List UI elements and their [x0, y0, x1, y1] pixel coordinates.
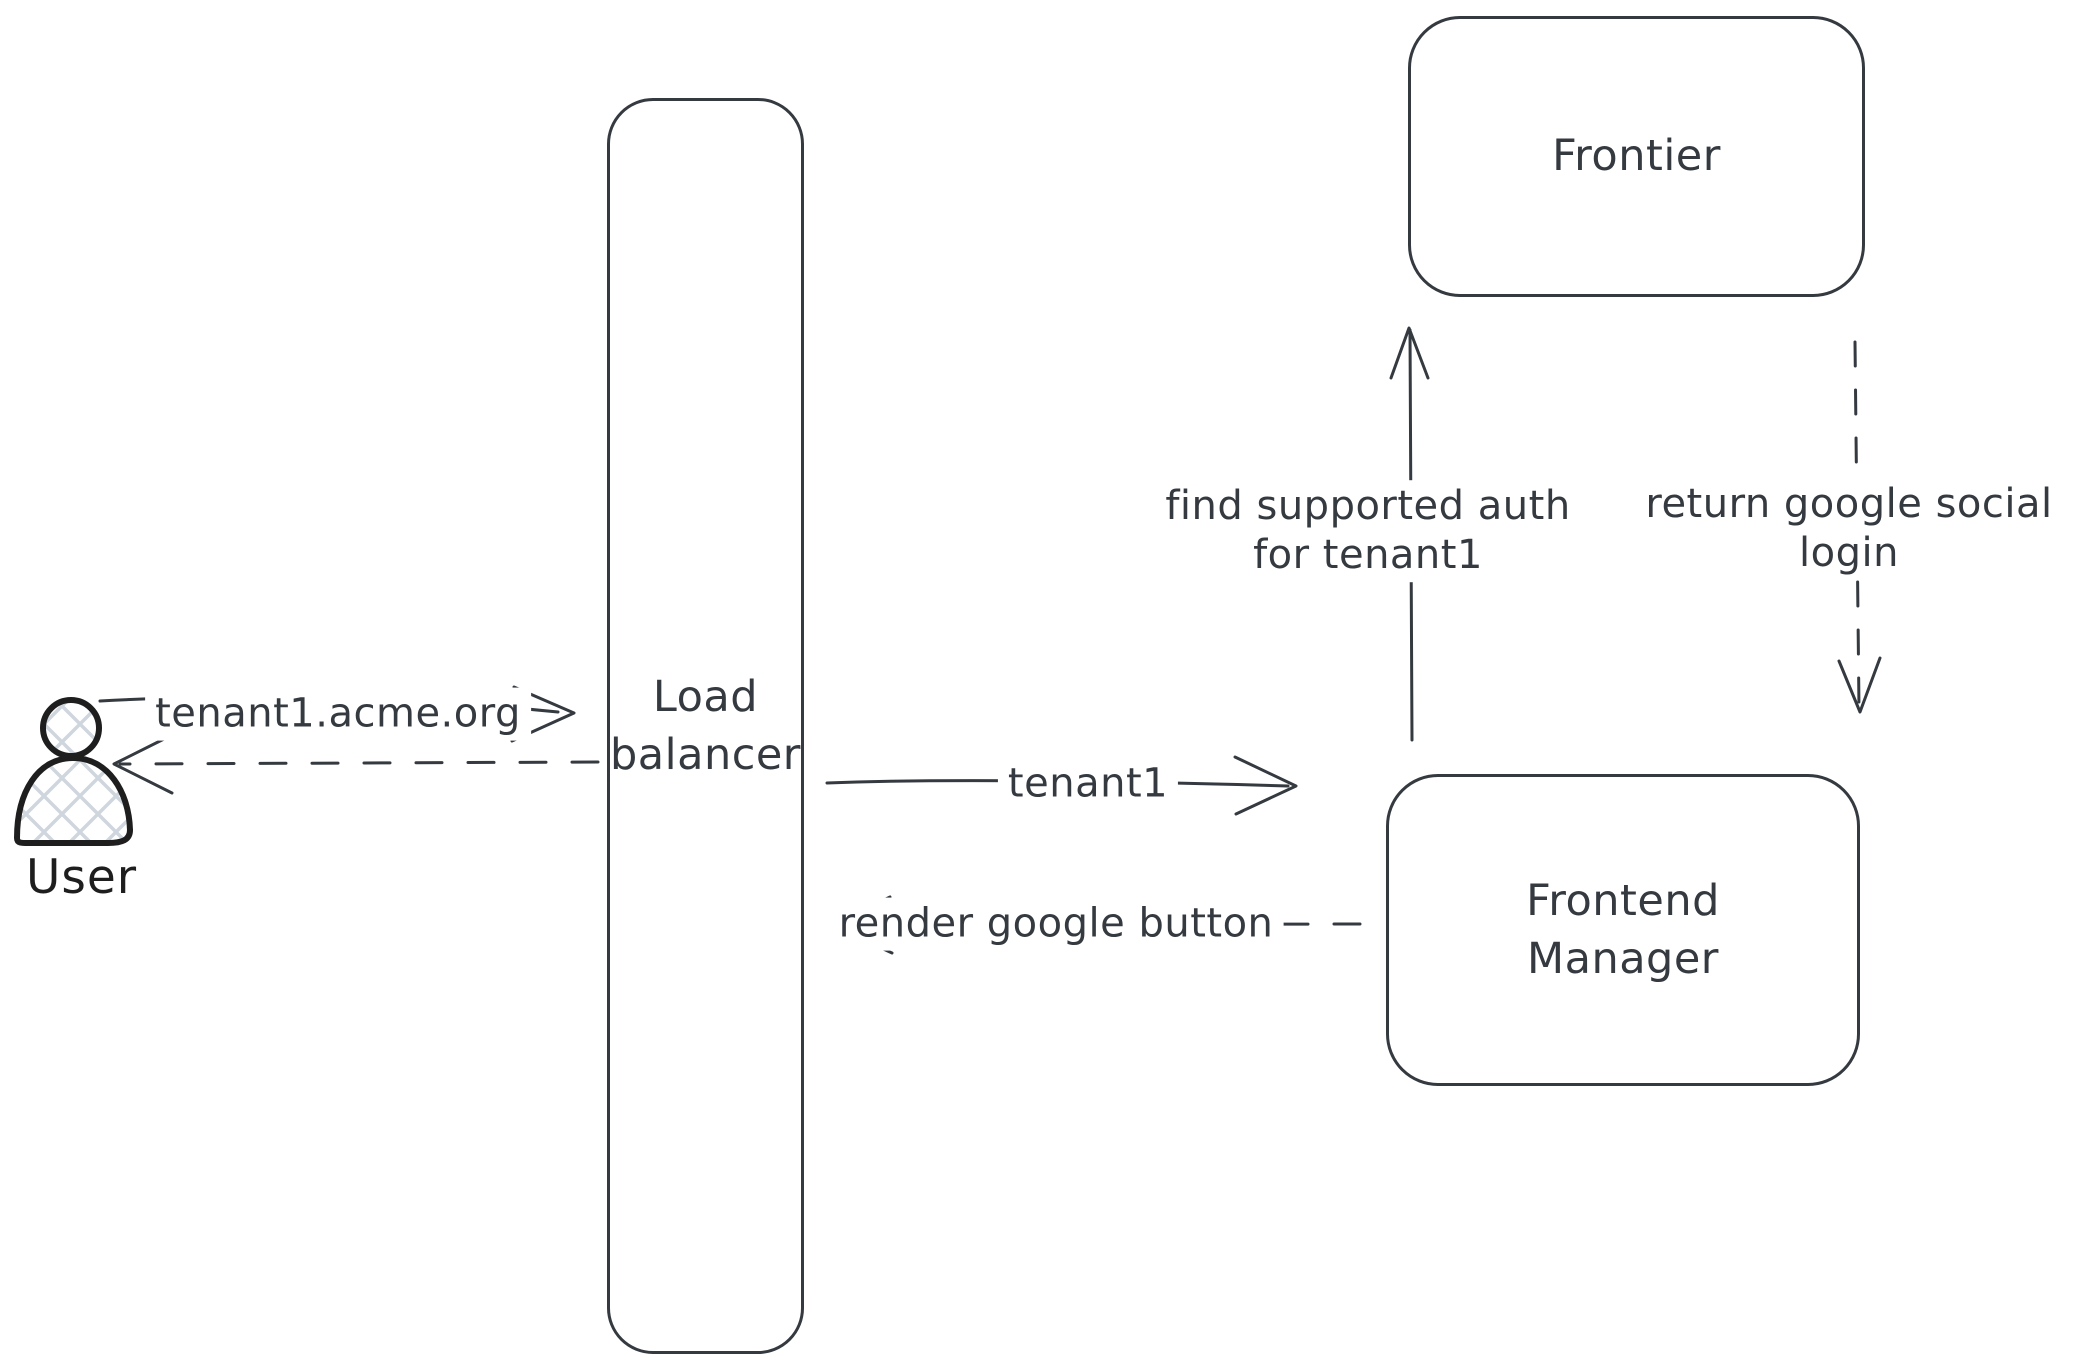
edge-label-render-google-button: render google button: [828, 897, 1284, 951]
edge-label-tenant1: tenant1: [997, 757, 1179, 811]
arrow-response: [112, 734, 600, 795]
edge-label-return-google-social: return google social login: [1635, 478, 2063, 580]
load-balancer-label: Load balancer: [610, 671, 801, 780]
node-frontier: Frontier: [1408, 16, 1865, 297]
arrowhead-right-icon: [510, 685, 576, 743]
arrowhead-down-icon: [1837, 656, 1882, 714]
arrowhead-left-icon: [112, 734, 174, 795]
node-load-balancer: Load balancer: [607, 98, 804, 1354]
frontier-label: Frontier: [1552, 131, 1721, 182]
arrow-return-google-social: [1837, 340, 1882, 714]
frontend-manager-label: Frontend Manager: [1526, 875, 1720, 984]
user-icon: [13, 697, 134, 847]
node-frontend-manager: Frontend Manager: [1386, 774, 1860, 1086]
user-node-label: User: [26, 850, 138, 905]
edge-label-find-supported-auth: find supported auth for tenant1: [1155, 480, 1581, 582]
arrowhead-right-icon: [1233, 755, 1298, 816]
user-head: [40, 697, 102, 759]
arrowhead-up-icon: [1389, 326, 1430, 380]
user-body: [13, 754, 134, 847]
edge-label-request: tenant1.acme.org: [145, 687, 531, 741]
